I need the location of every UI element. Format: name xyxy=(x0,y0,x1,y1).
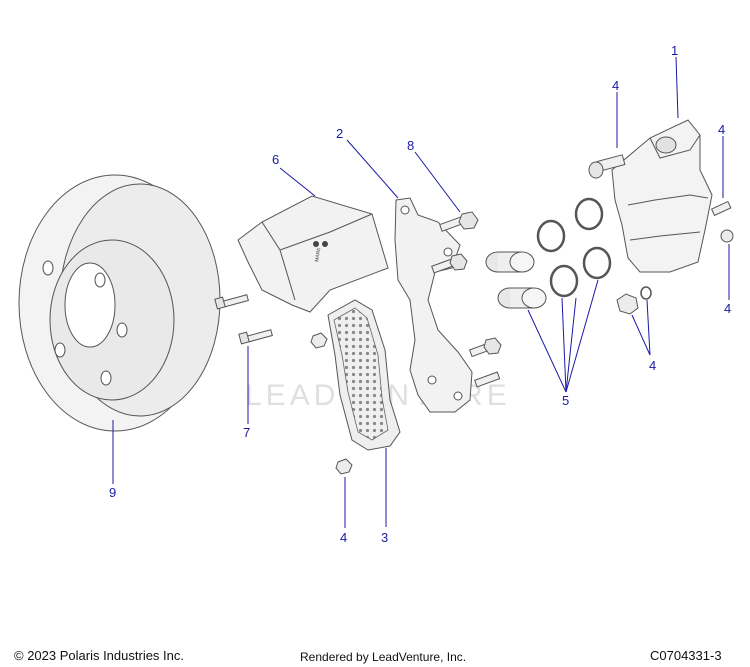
caliper-body[interactable] xyxy=(611,119,713,273)
fastener-bolt-caliper-top[interactable] xyxy=(588,154,626,179)
svg-text:MARK: MARK xyxy=(314,246,323,262)
caliper-piston-lower[interactable] xyxy=(497,287,547,309)
callout-1[interactable]: 1 xyxy=(671,43,678,58)
callout-6[interactable]: 6 xyxy=(272,152,279,167)
leader-lines xyxy=(112,56,730,528)
callout-4-bleeder[interactable]: 4 xyxy=(718,122,725,137)
callout-7[interactable]: 7 xyxy=(243,425,250,440)
fastener-bolt-8[interactable] xyxy=(439,211,479,232)
brake-rotor[interactable] xyxy=(18,174,221,432)
callout-4-nut[interactable]: 4 xyxy=(340,530,347,545)
diagram-code: C0704331-3 xyxy=(650,648,722,663)
bleeder-cap[interactable] xyxy=(720,229,734,243)
callout-5[interactable]: 5 xyxy=(562,393,569,408)
callout-8[interactable]: 8 xyxy=(407,138,414,153)
piston-seal-rings[interactable] xyxy=(536,197,612,298)
callout-4-fitting[interactable]: 4 xyxy=(649,358,656,373)
callout-4-bleeder-cap[interactable]: 4 xyxy=(724,301,731,316)
fastener-bolt-upper-mid[interactable] xyxy=(431,253,468,274)
fastener-stud-lower[interactable] xyxy=(474,371,501,388)
fastener-bolt-7b[interactable] xyxy=(238,329,273,345)
fastener-bolt-7a[interactable] xyxy=(214,294,249,310)
rendered-by-text: Rendered by LeadVenture, Inc. xyxy=(300,650,467,664)
brake-pad[interactable] xyxy=(327,299,401,451)
callout-3[interactable]: 3 xyxy=(381,530,388,545)
caliper-bracket[interactable]: MARK xyxy=(237,195,389,313)
fitting-washer[interactable] xyxy=(616,286,652,315)
fastener-bolt-lower-mid[interactable] xyxy=(468,337,502,358)
callout-4-caliper-bolt[interactable]: 4 xyxy=(612,78,619,93)
bleeder-screw[interactable] xyxy=(710,200,732,217)
caliper-piston-upper[interactable] xyxy=(485,251,535,273)
callout-9[interactable]: 9 xyxy=(109,485,116,500)
copyright-text: © 2023 Polaris Industries Inc. xyxy=(14,648,184,663)
nut-bottom[interactable] xyxy=(335,458,353,475)
callout-2[interactable]: 2 xyxy=(336,126,343,141)
nut-left[interactable] xyxy=(310,332,328,349)
